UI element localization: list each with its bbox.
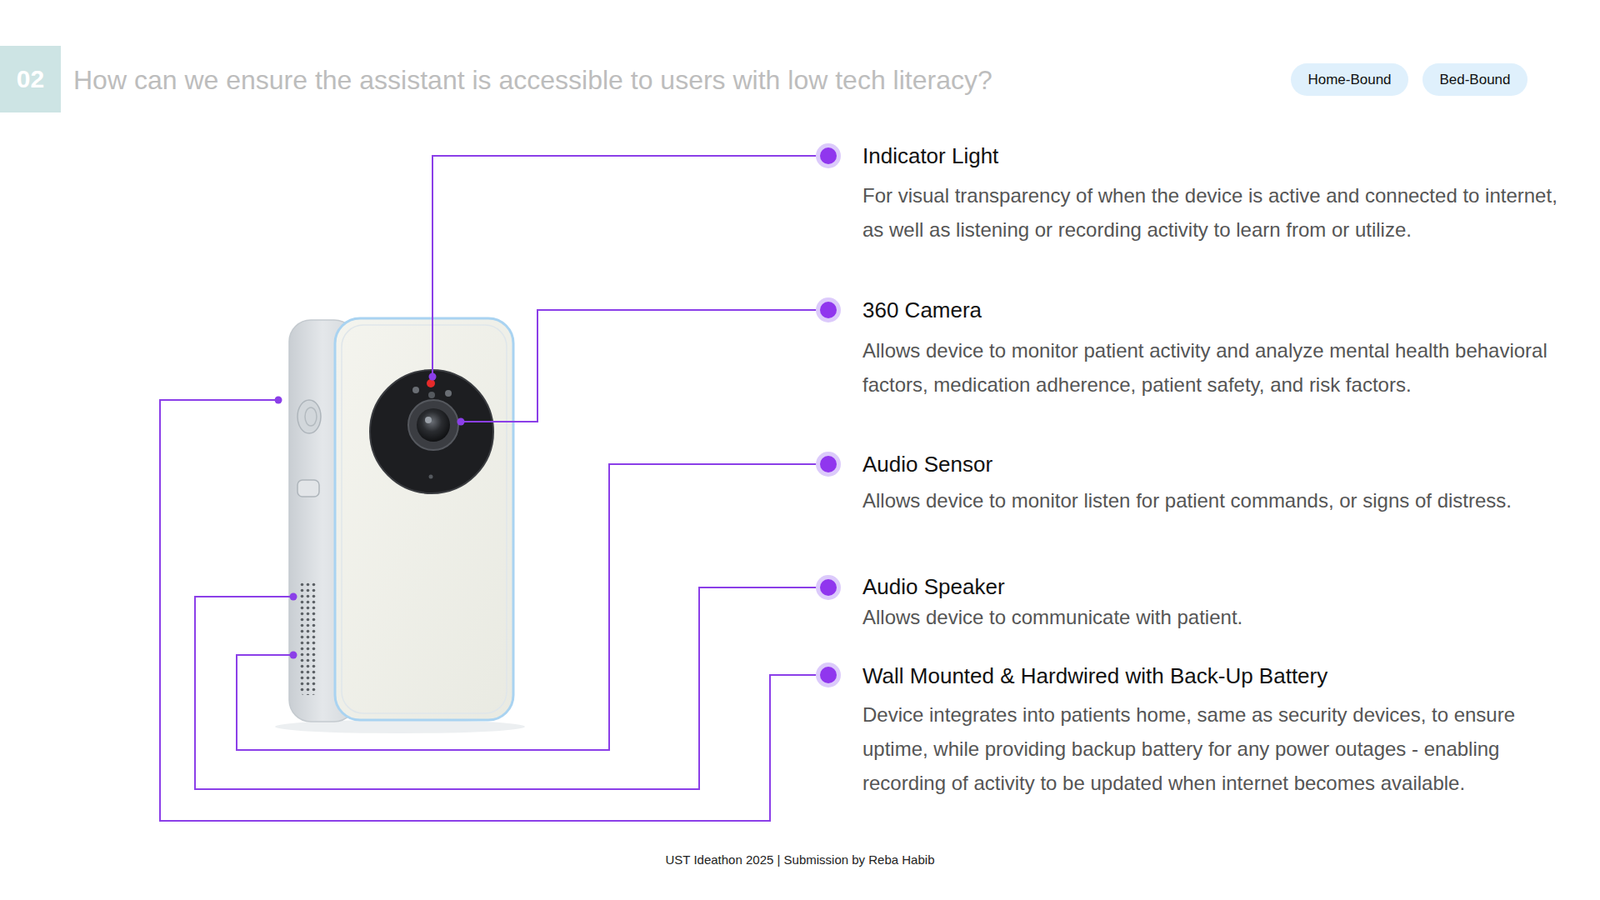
leader-end (429, 373, 437, 381)
feature-heading: 360 Camera (862, 296, 1563, 324)
section-number-box: 02 (0, 45, 61, 113)
section-number: 02 (16, 65, 45, 94)
camera-lens-glint (425, 416, 432, 424)
leader-line (432, 155, 829, 377)
bullet-halo (815, 143, 841, 169)
leader-end (290, 593, 298, 601)
speaker-grille (299, 581, 318, 695)
feature-heading: Audio Sensor (862, 450, 1563, 478)
leader-line (460, 310, 829, 422)
feature-heading: Audio Speaker (862, 573, 1563, 600)
tag-pill: Home-Bound (1290, 63, 1409, 96)
device-front-inner (341, 325, 507, 714)
feature-heading: Indicator Light (862, 142, 1563, 170)
device-illustration (275, 318, 525, 734)
slide-title: How can we ensure the assistant is acces… (73, 63, 993, 97)
feature-description: Allows device to communicate with patien… (862, 600, 1563, 635)
leader-end (457, 418, 465, 426)
leader-line (160, 400, 829, 821)
feature-description: Device integrates into patients home, sa… (862, 697, 1563, 800)
camera-lens-ring (408, 400, 459, 450)
side-button-round-inner (305, 407, 317, 426)
feature-description: Allows device to monitor patient activit… (862, 333, 1563, 402)
bullet-dot (820, 147, 837, 165)
bullet-halo (815, 575, 841, 600)
side-button (297, 480, 320, 497)
bullet-dots (815, 143, 841, 688)
feature-description: Allows device to monitor listen for pati… (862, 483, 1563, 518)
camera-lens (416, 408, 450, 442)
leader-end (275, 396, 283, 405)
sensor (445, 390, 452, 397)
feature-description: For visual transparency of when the devi… (862, 178, 1563, 247)
tag-text: Home-Bound (1307, 71, 1391, 89)
feature-heading: Wall Mounted & Hardwired with Back-Up Ba… (862, 662, 1563, 690)
camera-housing (370, 370, 494, 494)
leader-line (236, 464, 829, 750)
bullet-halo (815, 451, 841, 477)
bullet-dot (820, 579, 837, 596)
side-button-round (297, 400, 321, 434)
bullet-dot (820, 455, 837, 473)
leader-end (290, 651, 298, 660)
microphone-hole (429, 475, 434, 480)
indicator-led (426, 379, 435, 388)
tag-text: Bed-Bound (1439, 71, 1510, 89)
leader-ends (275, 373, 465, 660)
sensor (428, 391, 435, 399)
leader-line (195, 587, 829, 790)
bullet-halo (815, 297, 841, 323)
device-front (335, 318, 514, 720)
tag-pill: Bed-Bound (1422, 63, 1528, 96)
bullet-halo (815, 662, 841, 688)
sensor (412, 386, 420, 394)
bullet-dot (820, 666, 837, 684)
leader-lines (160, 155, 829, 821)
footer-credit: UST Ideathon 2025 | Submission by Reba H… (0, 851, 1600, 869)
bullet-dot (820, 301, 837, 319)
